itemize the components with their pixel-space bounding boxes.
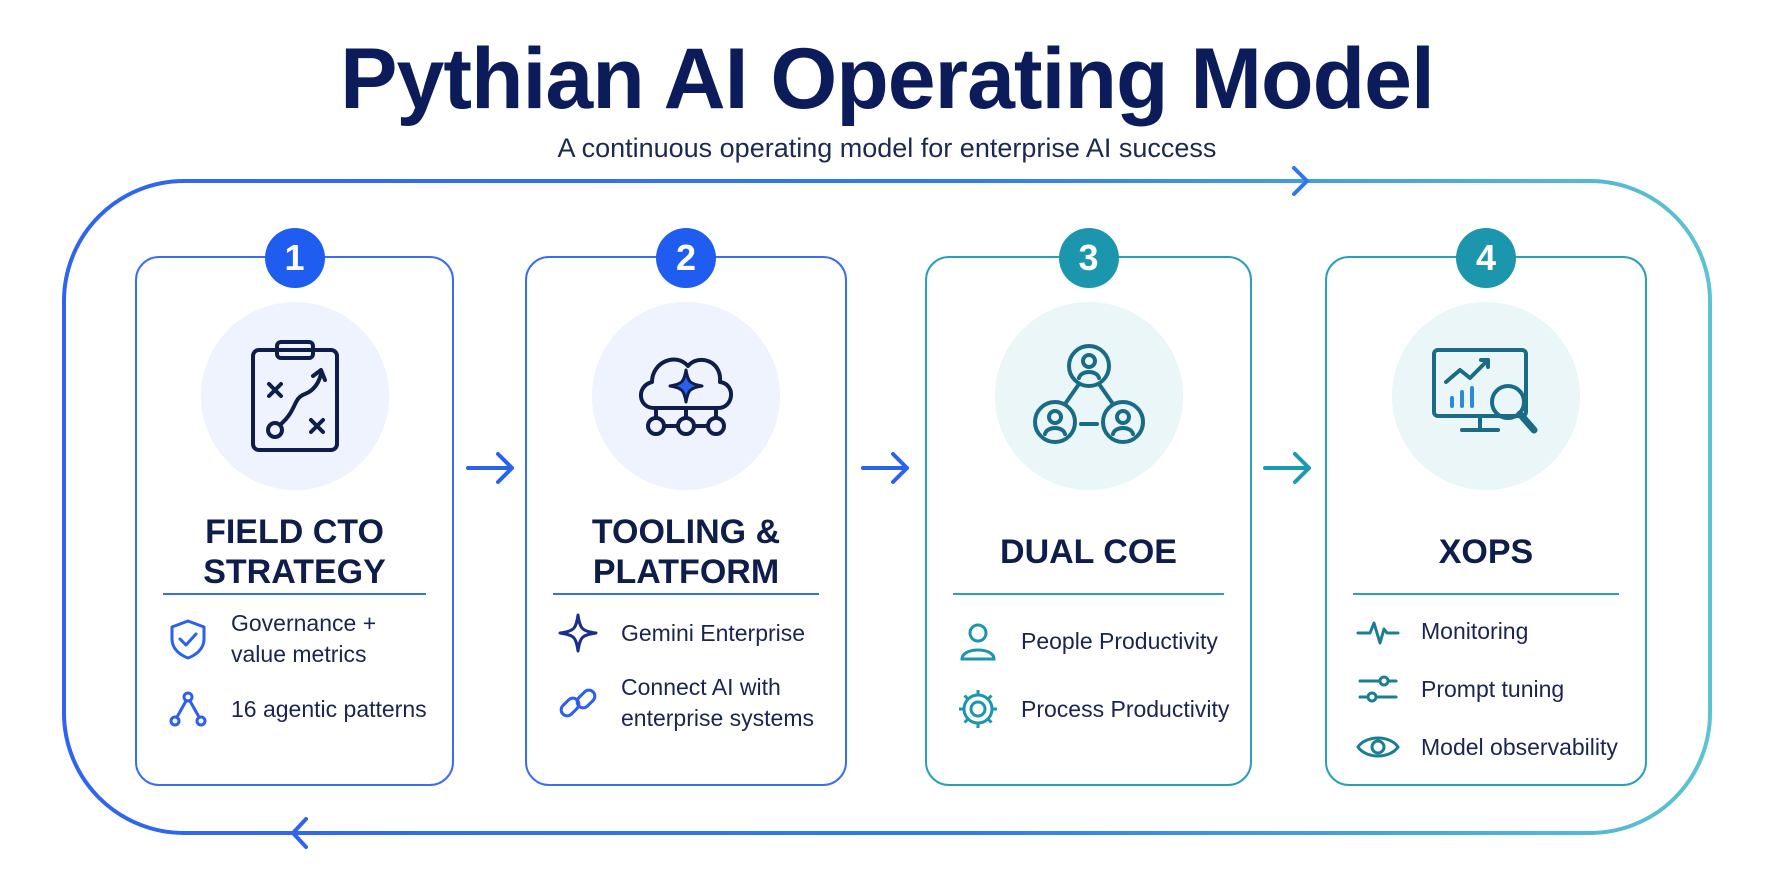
- list-item: Connect AI with enterprise systems: [553, 672, 831, 734]
- item-icon-wrap: [1353, 664, 1403, 714]
- item-label: 16 agentic patterns: [231, 695, 427, 722]
- card-title: DUAL COE: [937, 496, 1240, 608]
- list-item: Governance + value metrics: [163, 608, 438, 670]
- list-item: Gemini Enterprise: [553, 608, 831, 658]
- clipboard-strategy-icon: [250, 340, 339, 452]
- card-title: TOOLING &PLATFORM: [537, 496, 835, 608]
- item-icon-wrap: [1353, 606, 1403, 656]
- network-nodes-icon: [169, 691, 207, 727]
- item-icon-wrap: [953, 684, 1003, 734]
- step-badge: 3: [1058, 228, 1119, 288]
- link-icon: [559, 688, 597, 718]
- monitor-analytics-icon: [1432, 348, 1538, 434]
- step-badge: 1: [264, 228, 325, 288]
- item-label-line: value metrics: [231, 641, 367, 667]
- card-divider: [163, 593, 426, 595]
- loop-arrow-left-icon: [291, 817, 308, 849]
- card-divider: [1353, 593, 1619, 595]
- card-divider: [953, 593, 1224, 595]
- list-item: Monitoring: [1353, 606, 1631, 656]
- item-label: Connect AI with enterprise systems: [621, 672, 814, 734]
- item-icon-wrap: [163, 614, 213, 664]
- arrow-right-icon: [1263, 452, 1311, 484]
- eye-icon: [1356, 736, 1400, 758]
- item-icon-wrap: [553, 608, 603, 658]
- person-icon: [960, 623, 996, 661]
- item-label: Prompt tuning: [1421, 675, 1565, 702]
- item-label: Process Productivity: [1021, 695, 1230, 722]
- item-label-line: enterprise systems: [621, 705, 815, 731]
- list-item: Model observability: [1353, 722, 1631, 772]
- people-network-icon: [1032, 344, 1145, 444]
- card-dual-coe: 3 DUAL COE People Productivity: [925, 228, 1252, 786]
- card-icon-circle: [200, 302, 389, 490]
- step-badge: 4: [1456, 228, 1516, 288]
- card-title-line: TOOLING &: [591, 513, 781, 551]
- card-title-line: XOPS: [1438, 533, 1534, 571]
- item-label: Model observability: [1421, 733, 1618, 760]
- arrow-right-icon: [466, 452, 514, 484]
- arrow-right-icon: [861, 452, 909, 484]
- page-title: Pythian AI Operating Model: [340, 31, 1435, 127]
- list-item: Prompt tuning: [1353, 664, 1631, 714]
- card-divider: [553, 593, 819, 595]
- loop-arrow-right-icon: [1292, 166, 1309, 196]
- card-title: XOPS: [1337, 496, 1635, 608]
- card-icon-circle: [1392, 302, 1580, 490]
- item-label: Governance + value metrics: [231, 608, 376, 670]
- card-title-line: PLATFORM: [592, 553, 780, 591]
- list-item: 16 agentic patterns: [163, 684, 438, 734]
- sparkle-icon: [558, 613, 598, 653]
- page-subtitle: A continuous operating model for enterpr…: [557, 133, 1217, 163]
- item-label: People Productivity: [1021, 627, 1218, 654]
- card-items: Monitoring Prompt tuning Model observabi…: [1353, 606, 1631, 786]
- item-icon-wrap: [553, 678, 603, 728]
- item-icon-wrap: [1353, 722, 1403, 772]
- card-items: Governance + value metrics 16 agentic pat…: [163, 608, 438, 748]
- card-title-line: FIELD CTO: [205, 513, 384, 551]
- card-items: Gemini Enterprise Connect AI with enterpr…: [553, 608, 831, 748]
- list-item: People Productivity: [953, 616, 1236, 666]
- card-tooling-platform: 2 TOOLING &PLATFORM Gemini Enterprise: [525, 228, 847, 786]
- list-item: Process Productivity: [953, 684, 1236, 734]
- card-icon-circle: [592, 302, 780, 490]
- step-badge: 2: [656, 228, 716, 288]
- loop-path: [62, 179, 1712, 835]
- pulse-icon: [1356, 621, 1400, 645]
- shield-check-icon: [170, 619, 206, 660]
- gear-icon: [959, 690, 997, 728]
- item-label: Monitoring: [1421, 617, 1529, 644]
- card-title-line: STRATEGY: [203, 553, 386, 591]
- card-items: People Productivity Process Productivity: [953, 616, 1236, 748]
- sliders-icon: [1358, 675, 1398, 703]
- card-xops: 4 XOPS Monitoring: [1325, 228, 1647, 786]
- item-icon-wrap: [953, 616, 1003, 666]
- cloud-sparkle-icon: [639, 357, 733, 436]
- item-label-line: Governance +: [231, 610, 377, 636]
- card-icon-circle: [994, 302, 1183, 490]
- item-label-line: Connect AI with: [621, 674, 781, 700]
- item-label: Gemini Enterprise: [621, 619, 806, 646]
- card-title-line: DUAL COE: [1000, 533, 1177, 571]
- item-icon-wrap: [163, 684, 213, 734]
